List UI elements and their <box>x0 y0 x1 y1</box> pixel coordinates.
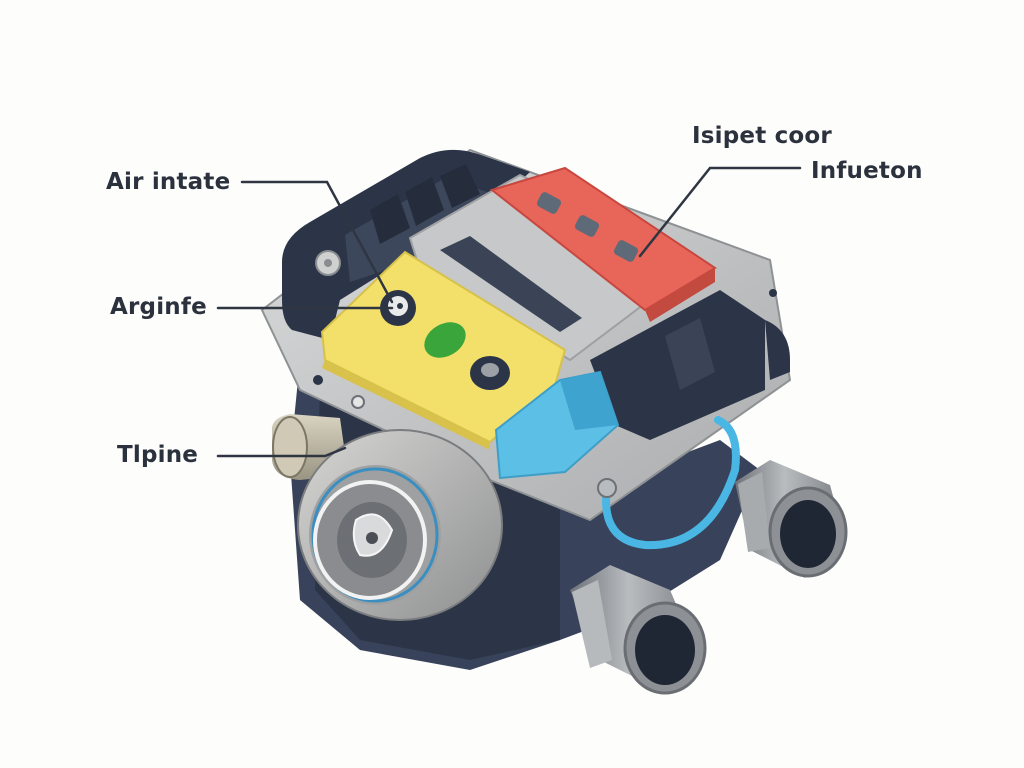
outlet-pipe-front <box>570 565 707 695</box>
leader-line-air-intake <box>240 180 394 304</box>
blue-block <box>494 370 620 480</box>
label-arginfe: Arginfe <box>110 294 207 320</box>
leader-line-isipet-coor <box>638 166 802 258</box>
leader-lines <box>216 166 802 458</box>
red-cover <box>489 166 717 322</box>
coolant-hose <box>602 416 740 550</box>
outlet-pipe-right <box>735 460 848 578</box>
label-infueton: Infueton <box>811 158 923 184</box>
hose-fitting <box>597 478 617 498</box>
label-air-intake: Air intate <box>106 169 231 195</box>
turbocharger <box>297 429 503 621</box>
leader-line-turbine <box>216 446 347 458</box>
ecu-housing <box>590 290 790 440</box>
label-isipet-coor: Isipet coor <box>692 123 832 149</box>
label-turbine: Tlpine <box>117 442 199 468</box>
